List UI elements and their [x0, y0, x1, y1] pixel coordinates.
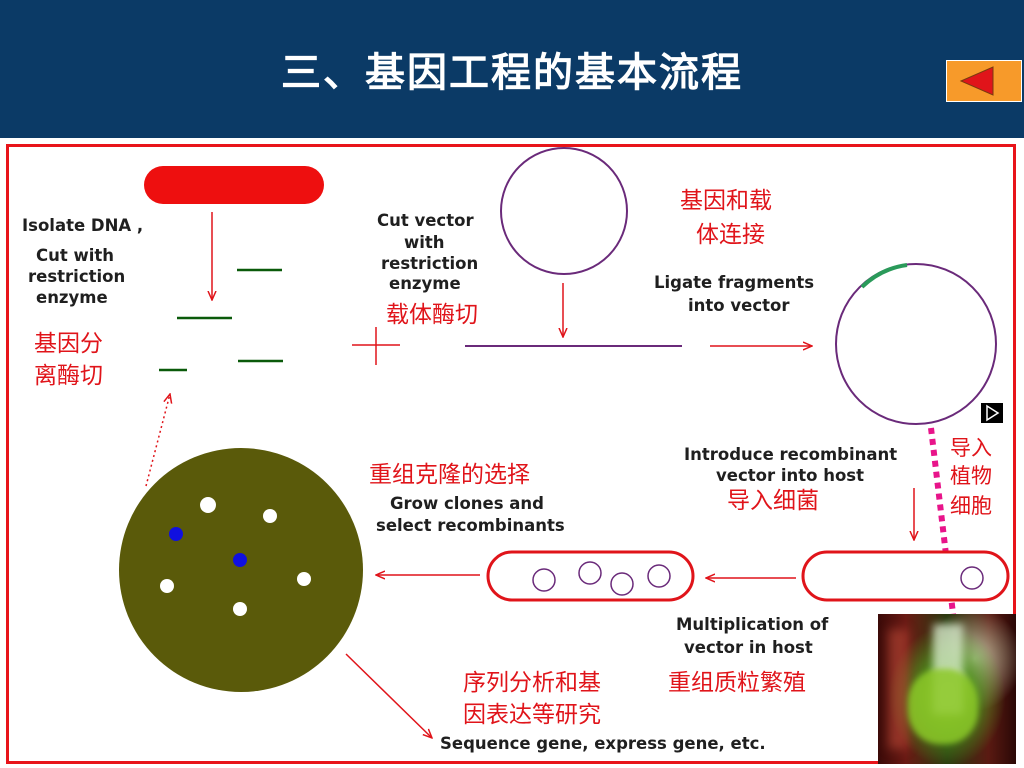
plasmid-in-host — [960, 566, 984, 590]
zh-vector-cut: 载体酶切 — [386, 302, 478, 328]
colony-blue — [233, 553, 247, 567]
zh-study-1: 序列分析和基 — [463, 670, 601, 696]
zh-gene-cut-2: 离酶切 — [34, 363, 103, 389]
arrow-sequence — [345, 653, 432, 738]
plasmid-copy — [532, 568, 556, 592]
plasmid-vector-circle — [500, 147, 628, 275]
label-vector-restriction: restriction — [381, 254, 479, 273]
label-grow-2: select recombinants — [376, 516, 565, 535]
header-bar: 三、基因工程的基本流程 — [0, 0, 1024, 138]
back-arrow-icon — [959, 66, 994, 96]
label-introduce-2: vector into host — [716, 466, 864, 485]
label-enzyme: enzyme — [36, 288, 108, 307]
colony-blue — [169, 527, 183, 541]
recombinant-plasmid-circle — [835, 263, 997, 425]
label-restriction: restriction — [28, 267, 126, 286]
colony-white — [233, 602, 247, 616]
zh-gene-cut-1: 基因分 — [34, 331, 103, 357]
play-button[interactable] — [980, 402, 1004, 424]
colony-white — [200, 497, 216, 513]
label-cut-with: Cut with — [36, 246, 115, 265]
inserted-gene-segment — [860, 263, 908, 289]
label-ligate-2: into vector — [688, 296, 790, 315]
page-title: 三、基因工程的基本流程 — [281, 49, 743, 96]
colony-white — [297, 572, 311, 586]
zh-study-2: 因表达等研究 — [463, 702, 601, 728]
colony-white — [263, 509, 277, 523]
diagram-frame — [6, 144, 1016, 764]
plasmid-copy — [578, 561, 602, 585]
arrow-back-to-gene — [145, 394, 170, 487]
label-ligate-1: Ligate fragments — [654, 273, 815, 292]
label-sequence: Sequence gene, express gene, etc. — [440, 734, 766, 753]
play-icon — [986, 404, 1000, 422]
zh-into-plant-1: 导入 — [950, 436, 992, 460]
petri-dish — [119, 448, 363, 692]
zh-ligate-2: 体连接 — [696, 222, 765, 248]
label-isolate-dna: Isolate DNA , — [22, 216, 144, 235]
plasmid-copy — [610, 572, 634, 596]
label-grow-1: Grow clones and — [390, 494, 544, 513]
label-cut-vector: Cut vector — [377, 211, 474, 230]
label-vector-with: with — [404, 233, 445, 252]
plasmid-copy — [647, 564, 671, 588]
back-button[interactable] — [946, 60, 1022, 102]
colony-white — [160, 579, 174, 593]
label-mult-1: Multiplication of — [676, 615, 829, 634]
zh-into-plant-3: 细胞 — [950, 494, 992, 518]
host-bacterium-multiplied — [486, 550, 695, 602]
label-vector-enzyme: enzyme — [389, 274, 461, 293]
plant-cell-photo — [878, 614, 1016, 764]
zh-ligate-1: 基因和载 — [680, 188, 772, 214]
host-bacterium — [801, 550, 1010, 602]
label-mult-2: vector in host — [684, 638, 813, 657]
chromosome-bar — [144, 166, 324, 204]
zh-into-bacteria: 导入细菌 — [727, 488, 819, 514]
zh-into-plant-2: 植物 — [950, 464, 992, 488]
zh-select-clone: 重组克隆的选择 — [369, 462, 530, 488]
zh-plasmid-mult: 重组质粒繁殖 — [668, 670, 806, 696]
label-introduce-1: Introduce recombinant — [684, 445, 898, 464]
